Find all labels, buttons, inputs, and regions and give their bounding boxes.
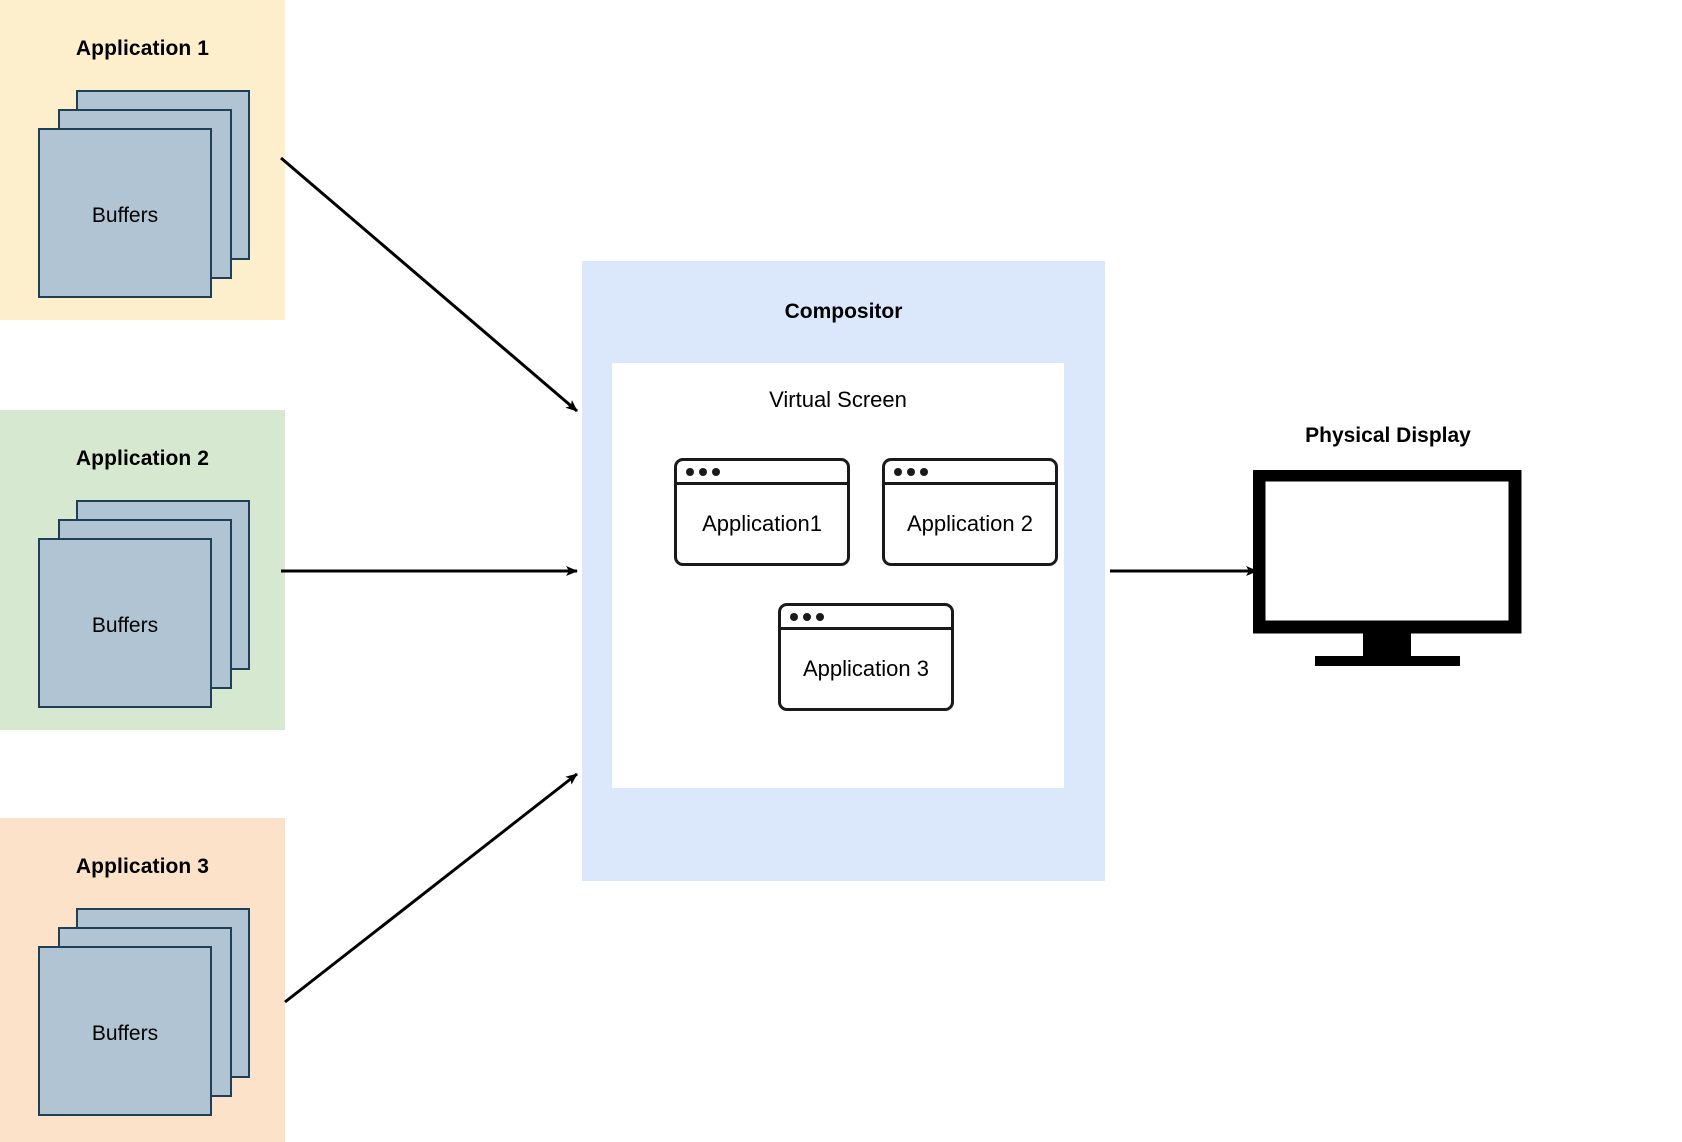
window-body: Application 2 xyxy=(885,485,1055,563)
buffers-label: Buffers xyxy=(91,1022,159,1045)
arrow-app3-to-compositor xyxy=(284,772,578,1004)
application-1-buffer-stack: Buffers xyxy=(38,90,250,298)
window-dot-icon xyxy=(803,612,811,621)
virtual-screen-panel: Virtual Screen Application1 xyxy=(612,363,1064,788)
arrow-app1-to-compositor xyxy=(280,156,578,413)
buffer-sheet-front: Buffers xyxy=(38,946,212,1116)
window-dot-icon xyxy=(907,467,915,476)
monitor-base xyxy=(1315,656,1460,666)
window-label: Application1 xyxy=(702,511,822,536)
window-body: Application 3 xyxy=(781,630,951,708)
window-body: Application1 xyxy=(677,485,847,563)
monitor-screen xyxy=(1267,483,1507,619)
virtual-screen-title: Virtual Screen xyxy=(769,387,907,412)
application-2-panel: Application 2 Buffers xyxy=(0,410,285,730)
window-label: Application 3 xyxy=(803,656,929,681)
buffers-label: Buffers xyxy=(91,614,159,637)
window-dot-icon xyxy=(712,467,720,476)
monitor-icon xyxy=(1252,468,1522,666)
compositor-panel: Compositor Virtual Screen Application1 xyxy=(582,261,1105,881)
physical-display-title: Physical Display xyxy=(1305,424,1471,447)
window-dot-icon xyxy=(816,612,824,621)
application-3-title: Application 3 xyxy=(75,855,210,878)
window-titlebar xyxy=(781,606,951,630)
window-dot-icon xyxy=(699,467,707,476)
application-1-title: Application 1 xyxy=(75,37,210,60)
buffer-sheet-front: Buffers xyxy=(38,128,212,298)
window-dot-icon xyxy=(790,612,798,621)
window-dot-icon xyxy=(894,467,902,476)
application-2-title: Application 2 xyxy=(75,447,210,470)
window-application2[interactable]: Application 2 xyxy=(882,458,1058,566)
window-dot-icon xyxy=(920,467,928,476)
monitor-neck xyxy=(1363,631,1411,659)
compositor-title: Compositor xyxy=(784,300,903,323)
application-3-buffer-stack: Buffers xyxy=(38,908,250,1116)
window-label: Application 2 xyxy=(907,511,1033,536)
window-application3[interactable]: Application 3 xyxy=(778,603,954,711)
window-titlebar xyxy=(677,461,847,485)
window-dot-icon xyxy=(686,467,694,476)
buffer-sheet-front: Buffers xyxy=(38,538,212,708)
application-1-panel: Application 1 Buffers xyxy=(0,0,285,320)
window-application1[interactable]: Application1 xyxy=(674,458,850,566)
application-3-panel: Application 3 Buffers xyxy=(0,818,285,1142)
application-2-buffer-stack: Buffers xyxy=(38,500,250,708)
buffers-label: Buffers xyxy=(91,204,159,227)
window-titlebar xyxy=(885,461,1055,485)
physical-display-monitor xyxy=(1252,468,1523,670)
